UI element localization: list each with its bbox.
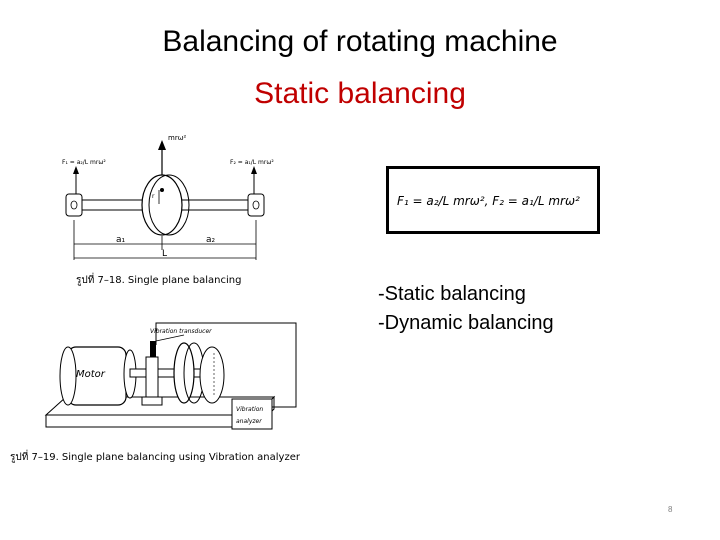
motor-label: Motor [76,369,106,380]
transducer-label: Vibration transducer [150,328,212,335]
a2-label: a₂ [206,235,216,245]
figure2-caption: รูปที่ 7–19. Single plane balancing usin… [10,449,301,463]
force-formula-box: F₁ = a₂/L mrω², F₂ = a₁/L mrω² [386,166,600,234]
slide-subtitle: Static balancing [254,77,466,110]
page-number: 8 [668,505,673,514]
force-top-label: mrω² [168,134,187,142]
shaft-disc-diagram: mrω² F₁ = a₂/L mrω² F₂ = a₁/L mrω² r a₁ … [62,134,274,286]
single-plane-balancing-figure: mrω² F₁ = a₂/L mrω² F₂ = a₁/L mrω² r a₁ … [58,128,320,293]
figure1-caption: รูปที่ 7–18. Single plane balancing [76,272,241,286]
force-formula: F₁ = a₂/L mrω², F₂ = a₁/L mrω² [397,194,580,208]
analyzer-label-1: Vibration [236,406,263,413]
analyzer-label-2: analyzer [236,418,262,425]
bullet-dynamic: -Dynamic balancing [378,312,554,334]
a1-label: a₁ [116,235,126,245]
right-force-label: F₂ = a₁/L mrω² [230,159,274,166]
force-formula-text: F₁ = a₂/L mrω², F₂ = a₁/L mrω² [397,194,580,208]
L-label: L [162,249,167,259]
bullet-static: -Static balancing [378,283,526,305]
vibration-analyzer-figure: Motor Vibration transducer Vibration ana… [6,305,328,467]
radius-label: r [152,193,155,200]
slide-title: Balancing of rotating machine [162,25,558,58]
left-force-label: F₁ = a₂/L mrω² [62,159,106,166]
motor-setup-diagram: Motor Vibration transducer Vibration ana… [10,322,301,463]
bullet-list: -Static balancing -Dynamic balancing [378,280,554,338]
